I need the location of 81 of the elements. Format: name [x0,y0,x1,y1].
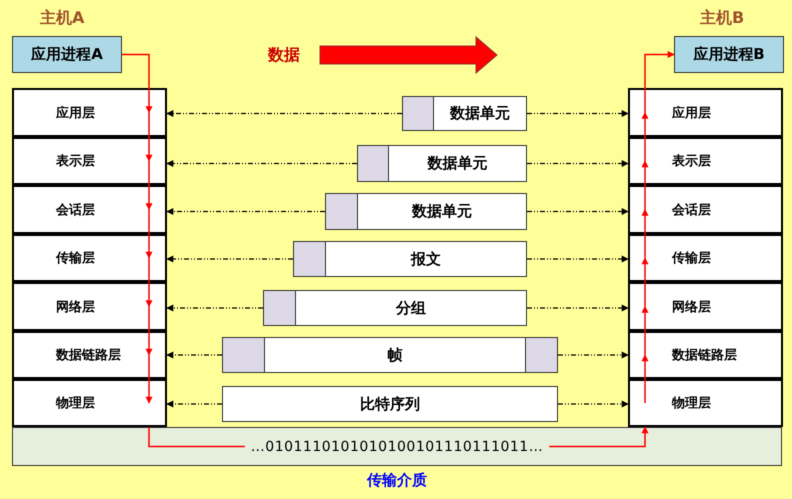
process-name: 应用进程B [693,45,765,64]
medium-name: 传输介质 [366,471,428,490]
data-unit-bar [357,145,527,182]
layer-name: 数据链路层 [56,347,121,364]
dotted-arrow [166,256,293,262]
layer-box [628,331,783,379]
data-unit-bar [222,386,558,422]
dotted-arrow [558,352,629,358]
dotted-arrow [527,160,629,167]
layer-name: 数据链路层 [672,347,737,364]
arrow [642,257,648,306]
layer-name: 表示层 [672,153,711,170]
layer-name: 会话层 [56,202,95,218]
layer-box [12,331,167,379]
unit-name: 数据单元 [426,154,488,173]
bit-stream: …0101110101010100101110111011… [250,438,544,454]
layer-box [12,379,167,427]
layer-box [12,282,167,331]
arrow [642,208,648,258]
unit-name: 数据单元 [410,202,473,221]
host-label: 主机A [40,8,84,29]
layer-box [628,379,783,427]
layer-box [628,137,783,185]
dotted-arrow [527,256,629,262]
dotted-arrow [527,110,629,117]
layer-box [628,282,783,331]
data-unit-bar [402,96,527,131]
layer-box [628,185,783,234]
process-box [12,36,122,73]
unit-name: 分组 [394,298,427,318]
process-box [674,36,784,73]
dotted-arrow [166,352,222,358]
layer-box [12,88,167,137]
arrow [146,210,152,259]
process-name: 应用进程A [31,45,103,64]
data-unit-bar [222,337,558,373]
data-unit-bar [325,193,527,230]
layer-box [628,88,783,137]
arrow [642,354,648,403]
dotted-arrow [166,400,222,408]
arrow [549,426,648,448]
dotted-arrow [166,304,263,312]
data-unit-bar [293,241,527,277]
arrow [146,306,152,356]
unit-name: 比特序列 [359,394,421,414]
host-label: 主机B [700,8,744,29]
arrow [642,160,648,210]
layer-name: 传输层 [56,250,95,267]
arrow [146,112,152,162]
dotted-arrow [527,304,629,312]
arrow [642,306,648,355]
data-unit-bar [263,290,527,326]
connector-line [148,427,245,448]
dotted-arrow [527,208,629,215]
layer-box [12,185,167,234]
arrow [146,258,152,308]
layer-name: 应用层 [672,104,711,122]
layer-name: 网络层 [672,298,711,316]
dotted-arrow [166,110,402,117]
arrow [644,51,675,112]
layer-name: 传输层 [672,250,711,267]
layer-box [12,137,167,185]
layer-name: 物理层 [672,395,711,412]
layer-name: 物理层 [56,395,95,412]
layer-name: 表示层 [56,153,95,170]
arrow [146,355,152,404]
dotted-arrow [166,160,357,167]
layer-box [628,234,783,282]
layer-name: 会话层 [672,202,711,218]
dotted-arrow [558,400,629,408]
unit-name: 数据单元 [448,104,511,123]
arrow [122,54,152,114]
unit-name: 帧 [386,346,404,364]
layer-box [12,234,167,282]
data-label: 数据 [268,45,300,66]
layer-name: 应用层 [56,104,95,122]
arrow [146,161,152,210]
dotted-arrow [166,208,325,215]
layer-name: 网络层 [56,298,95,316]
arrow [642,112,648,161]
unit-name: 报文 [410,250,442,268]
